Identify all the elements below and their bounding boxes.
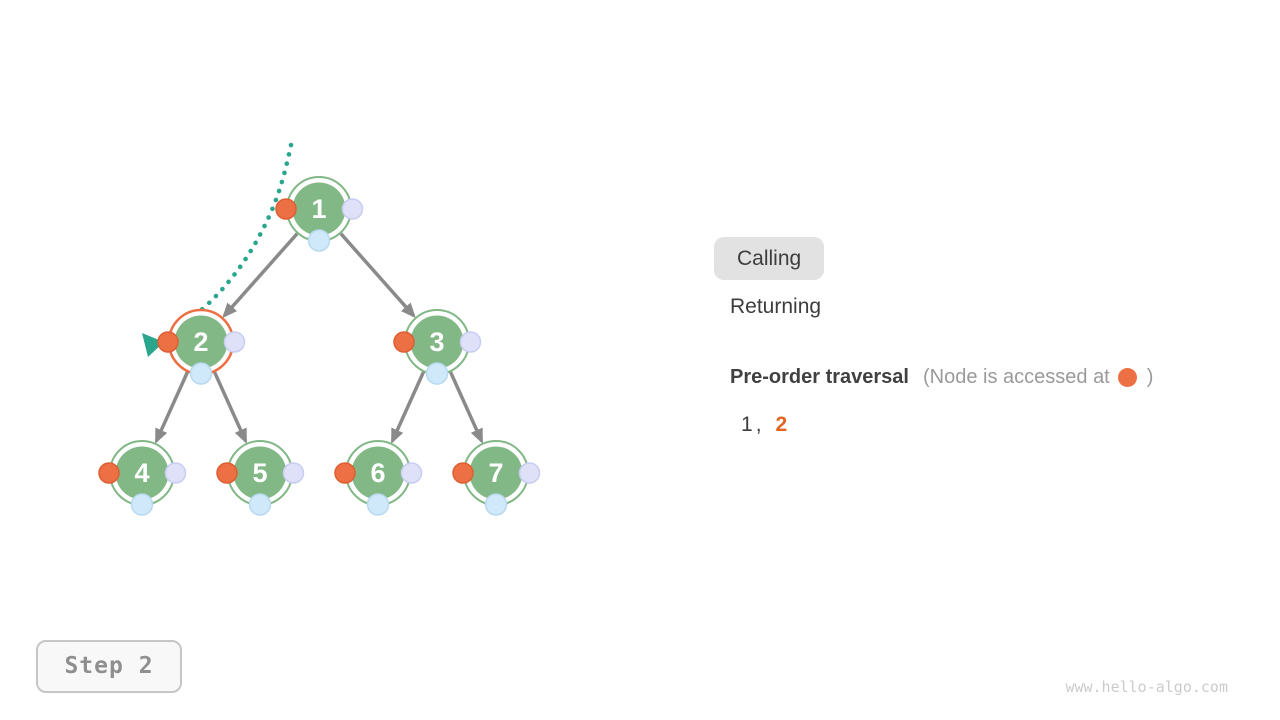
right-visit-dot-icon	[518, 462, 541, 484]
tree-edge-1-2	[222, 232, 299, 319]
tree-node-5: 5	[216, 440, 305, 516]
right-visit-dot-icon	[341, 198, 364, 220]
tree-node-3: 3	[393, 309, 482, 385]
note-prefix: (Node is accessed at	[922, 366, 1110, 388]
node-body	[174, 315, 228, 369]
access-dot-icon	[452, 462, 474, 484]
bottom-visit-dot-icon	[425, 362, 449, 385]
tree-node-1: 1	[275, 176, 364, 252]
bottom-visit-dot-icon	[484, 493, 508, 516]
access-dot-icon	[98, 462, 120, 484]
tree-edge-2-5	[212, 371, 248, 444]
tree-node-7: 7	[452, 440, 541, 516]
access-dot-icon	[393, 331, 415, 353]
node-body	[233, 446, 287, 500]
node-body	[292, 182, 346, 236]
tree-edge-3-6	[390, 371, 426, 444]
access-dot-icon	[157, 331, 179, 353]
tree-node-4: 4	[98, 440, 187, 516]
node-body	[469, 446, 523, 500]
tree-edge-2-4	[154, 371, 190, 444]
traversal-title: Pre-order traversal	[730, 366, 909, 388]
node-body	[351, 446, 405, 500]
node-body	[115, 446, 169, 500]
right-visit-dot-icon	[223, 331, 246, 353]
node-body	[410, 315, 464, 369]
node-label: 3	[429, 327, 444, 357]
recursion-path	[164, 142, 294, 340]
bottom-visit-dot-icon	[189, 362, 213, 385]
tree-edge-3-7	[448, 371, 484, 444]
right-visit-dot-icon	[459, 331, 482, 353]
note-suffix: )	[1146, 366, 1154, 388]
right-visit-dot-icon	[282, 462, 305, 484]
tree-edge-1-3	[339, 232, 416, 319]
legend-returning: Returning	[730, 295, 822, 318]
access-dot-icon	[216, 462, 238, 484]
traversal-panel: Pre-order traversal (Node is accessed at…	[730, 366, 1250, 437]
tree-node-6: 6	[334, 440, 423, 516]
right-visit-dot-icon	[164, 462, 187, 484]
node-label: 6	[370, 458, 385, 488]
node-label: 4	[134, 458, 149, 488]
bottom-visit-dot-icon	[130, 493, 154, 516]
legend: Calling Returning	[714, 237, 825, 319]
node-label: 1	[311, 194, 326, 224]
step-label: Step 2	[64, 653, 154, 679]
sequence-comma: ,	[755, 413, 762, 436]
traversal-note: (Node is accessed at )	[923, 366, 1153, 389]
bottom-visit-dot-icon	[307, 229, 331, 252]
access-marker-icon	[1117, 368, 1137, 387]
right-visit-dot-icon	[400, 462, 423, 484]
bottom-visit-dot-icon	[366, 493, 390, 516]
watermark: www.hello-algo.com	[1065, 678, 1228, 696]
access-dot-icon	[275, 198, 297, 220]
legend-calling: Calling	[714, 237, 825, 280]
access-dot-icon	[334, 462, 356, 484]
node-label: 7	[488, 458, 503, 488]
step-indicator: Step 2	[36, 640, 182, 693]
sequence-value: 2	[775, 413, 788, 436]
node-label: 2	[193, 327, 208, 357]
sequence-value: 1	[741, 413, 753, 436]
node-label: 5	[252, 458, 267, 488]
traversal-sequence: 1,2	[730, 413, 1250, 437]
recursion-pointer-icon	[142, 333, 164, 357]
bottom-visit-dot-icon	[248, 493, 272, 516]
tree-node-2: 2	[157, 308, 246, 385]
